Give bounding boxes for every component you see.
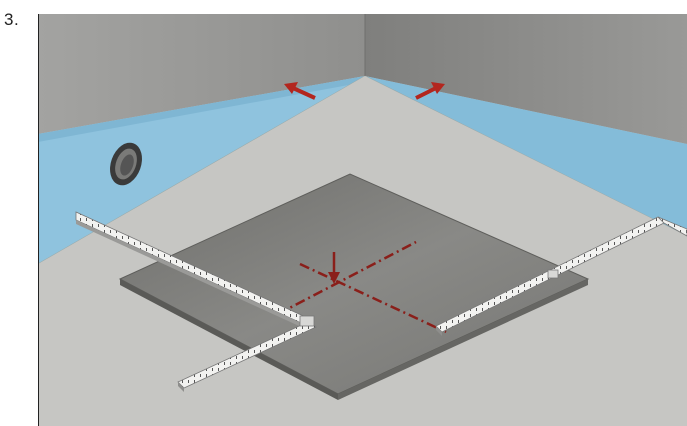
left-wall-concrete: [38, 14, 365, 134]
drain-pipe-icon: [110, 142, 142, 186]
step-number: 3.: [4, 10, 20, 29]
right-wall-concrete: [365, 14, 687, 144]
left-wall-membrane-shade: [38, 76, 365, 142]
installation-illustration: [38, 14, 687, 426]
folding-ruler-front: [177, 315, 317, 392]
marking-line-a: [299, 262, 447, 334]
wall-arrow-right-icon: [415, 82, 445, 100]
folding-ruler-right: [435, 216, 687, 336]
wall-arrow-left-icon: [284, 82, 316, 100]
center-arrow-icon: [328, 252, 340, 284]
marking-line-b: [277, 240, 417, 316]
